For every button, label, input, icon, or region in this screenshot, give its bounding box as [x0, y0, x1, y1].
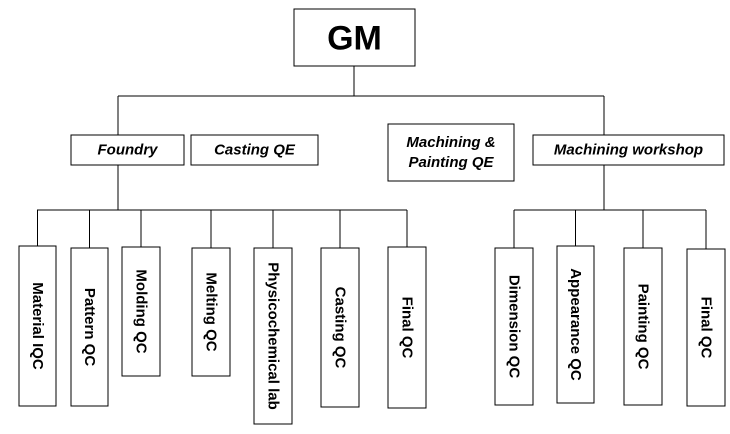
unit-box-melting-qc [191, 247, 231, 377]
unit-box-final-qc-workshop [686, 248, 726, 407]
unit-label-final-qc-foundry: Final QC [399, 297, 416, 359]
department-box-casting-qe [190, 134, 319, 166]
unit-label-painting-qc: Painting QC [635, 284, 652, 370]
department-label-machining-painting-qe: Machining & [406, 134, 495, 151]
department-box-machining-workshop [532, 134, 725, 166]
department-label-foundry: Foundry [98, 142, 159, 159]
department-label-machining-workshop: Machining workshop [554, 142, 703, 159]
unit-label-material-iqc: Material IQC [29, 282, 46, 370]
unit-box-appearance-qc [556, 245, 595, 404]
unit-box-final-qc-foundry [387, 246, 427, 409]
unit-label-casting-qc: Casting QC [332, 287, 349, 369]
unit-box-casting-qc [320, 247, 360, 408]
unit-label-melting-qc: Melting QC [203, 272, 220, 351]
unit-box-pattern-qc [70, 247, 109, 407]
department-label-machining-painting-qe: Painting QE [408, 154, 494, 171]
unit-label-physicochemical-lab: Physicochemical lab [265, 262, 282, 410]
unit-label-molding-qc: Molding QC [133, 269, 150, 353]
unit-box-painting-qc [623, 247, 663, 406]
unit-label-dimension-qc: Dimension QC [506, 275, 523, 379]
root-label: GM [327, 20, 382, 58]
unit-box-physicochemical-lab [253, 247, 293, 425]
unit-label-final-qc-workshop: Final QC [698, 297, 715, 359]
unit-box-material-iqc [18, 245, 57, 407]
unit-box-molding-qc [121, 246, 161, 377]
department-box-machining-painting-qe [387, 123, 515, 182]
unit-label-appearance-qc: Appearance QC [567, 268, 584, 381]
unit-label-pattern-qc: Pattern QC [81, 288, 98, 367]
department-label-casting-qe: Casting QE [214, 142, 296, 159]
department-box-foundry [70, 134, 185, 166]
root-box [293, 8, 416, 67]
unit-box-dimension-qc [494, 247, 534, 406]
